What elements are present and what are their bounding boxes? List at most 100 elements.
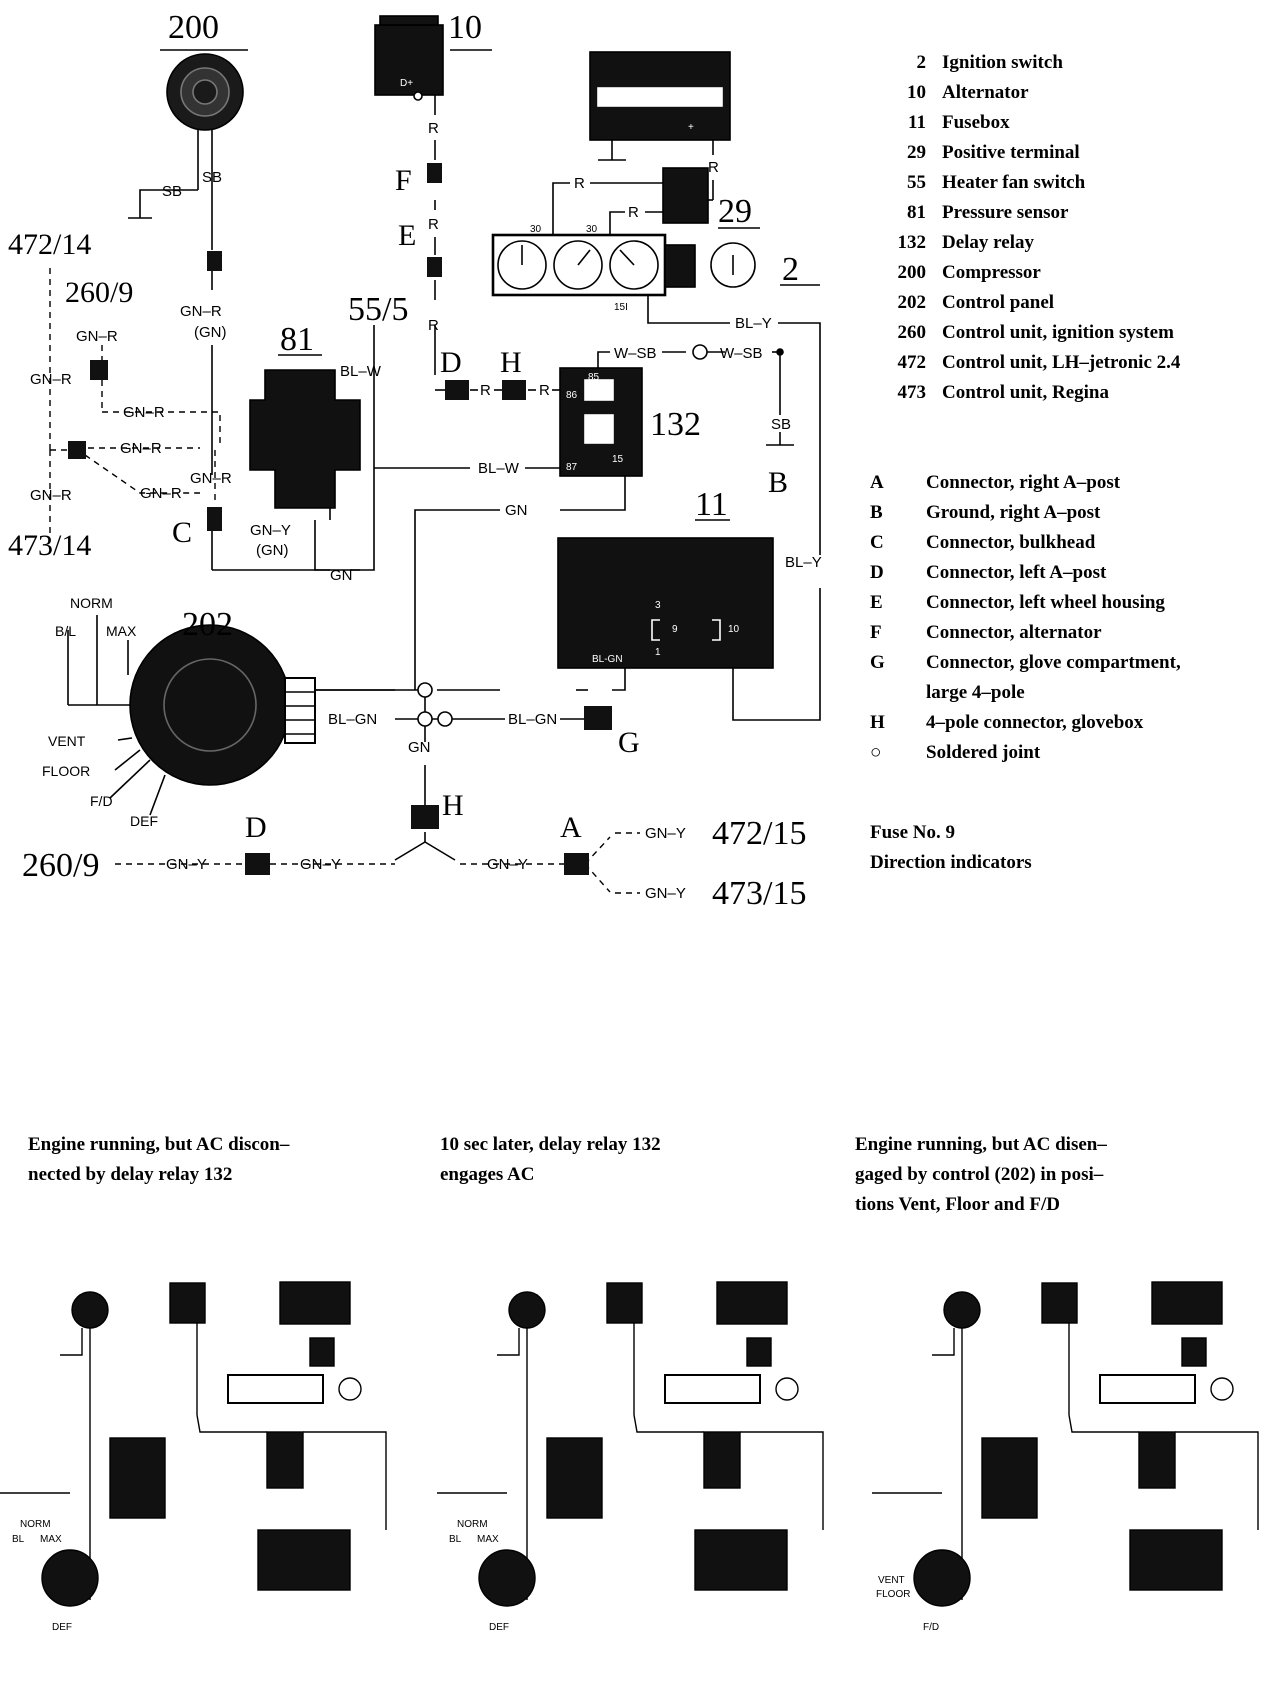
wire-gn-bottom: GN: [330, 567, 353, 584]
letter-E: E: [398, 219, 416, 252]
legend-fuse: Fuse No. 9 Direction indicators: [870, 818, 1270, 878]
label-fusebox: 11: [695, 486, 728, 523]
wire-bl-w-horiz: BL–W: [478, 460, 520, 477]
legend-component-label: Pressure sensor: [942, 202, 1069, 223]
legend-component-label: Control unit, ignition system: [942, 322, 1174, 343]
pin-85: 85: [588, 372, 600, 383]
legend-component-code: 260: [897, 322, 927, 343]
legend-component-label: Fusebox: [942, 112, 1010, 133]
caption-3-line3: tions Vent, Floor and F/D: [855, 1194, 1060, 1215]
legend-connector-row: C Connector, bulkhead: [870, 528, 1270, 558]
legend-connector-label: Ground, right A–post: [926, 502, 1101, 523]
legend-component-label: Control unit, LH–jetronic 2.4: [942, 352, 1181, 373]
wire-gn-y-472: GN–Y: [645, 825, 686, 842]
pin-f10: 10: [728, 624, 740, 635]
legend-component-code: 202: [897, 292, 927, 313]
legend-component-code: 29: [907, 142, 926, 163]
legend-connector-label: Connector, alternator: [926, 622, 1102, 643]
pin-87: 87: [566, 462, 578, 473]
connector-G-block: [584, 706, 612, 730]
caption-2: 10 sec later, delay relay 132 engages AC: [440, 1130, 820, 1190]
wire-gn-y: GN–Y: [250, 522, 291, 539]
pos-floor: FLOOR: [42, 763, 90, 779]
wire-w-sb-2: W–SB: [720, 345, 763, 362]
pin-fuse-bl-gn: BL-GN: [592, 654, 623, 665]
wire-gn-r-paren: (GN): [194, 324, 227, 341]
legend-connector-code: C: [870, 532, 884, 553]
ref-260-9-bottom: 260/9: [22, 847, 99, 884]
legend-fuse-number: Fuse No. 9: [870, 822, 955, 843]
connector-D-bottom-block: [245, 853, 270, 875]
wire-r-7: R: [628, 204, 639, 221]
legend-connector-code: [870, 678, 926, 708]
connector-C-block: [207, 507, 222, 531]
wire-gn-r-c: GN–R: [190, 470, 232, 487]
caption-3: Engine running, but AC disen– gaged by c…: [855, 1130, 1255, 1220]
wire-gn-relay: GN: [505, 502, 528, 519]
caption-1: Engine running, but AC discon– nected by…: [28, 1130, 408, 1190]
fusebox-icon: [557, 537, 774, 669]
legend-component-code: 132: [897, 232, 927, 253]
wire-r-8: R: [708, 159, 719, 176]
legend-connector-row: ○Soldered joint: [870, 738, 1270, 768]
legend-connector-label: Connector, bulkhead: [926, 532, 1096, 553]
legend-component-code: 10: [907, 82, 926, 103]
ref-472-15: 472/15: [712, 815, 806, 852]
caption-2-line2: engages AC: [440, 1164, 535, 1185]
connector-260-9-block: [90, 360, 108, 380]
pin-15i: 15I: [614, 302, 628, 313]
pin-d-plus: D+: [400, 78, 413, 89]
pin-86: 86: [566, 390, 578, 401]
ref-260-9-top: 260/9: [65, 276, 133, 309]
letter-H-top: H: [500, 346, 522, 379]
caption-3-line2: gaged by control (202) in posi–: [855, 1164, 1104, 1185]
wire-gn-r-260: GN–R: [76, 328, 118, 345]
label-positive-terminal: 29: [718, 193, 752, 230]
label-control-panel: 202: [182, 606, 233, 643]
wire-r-4: R: [480, 382, 491, 399]
thumb3-floor: FLOOR: [876, 1589, 910, 1600]
legend-connector-row: large 4–pole: [870, 678, 1270, 708]
thumb2-norm: NORM: [457, 1519, 488, 1530]
wire-r-5: R: [539, 382, 550, 399]
thumb1-bl: BL: [12, 1534, 25, 1545]
pos-def: DEF: [130, 813, 158, 829]
wire-bl-gn-2: BL–GN: [508, 711, 557, 728]
ignition-key-icon: [710, 242, 756, 288]
wire-w-sb-1: W–SB: [614, 345, 657, 362]
pin-15: 15: [612, 454, 624, 465]
legend-fuse-description: Direction indicators: [870, 852, 1032, 873]
legend-connector-code: H: [870, 712, 885, 733]
caption-1-line2: nected by delay relay 132: [28, 1164, 233, 1185]
label-pressure-sensor: 81: [280, 321, 314, 358]
pos-bl: B/L: [55, 623, 76, 639]
letter-F: F: [395, 164, 412, 197]
pin-f9: 9: [672, 624, 678, 635]
wire-gn-y-b2: GN–Y: [300, 856, 341, 873]
legend-component-row: 260 Control unit, ignition system: [870, 318, 1270, 348]
letter-C: C: [172, 516, 192, 549]
thumb1-max: MAX: [40, 1534, 62, 1545]
label-ignition-switch: 2: [782, 251, 799, 288]
legend-component-code: 2: [916, 52, 927, 73]
wire-r-2: R: [428, 216, 439, 233]
thumb3-fd: F/D: [923, 1622, 939, 1633]
legend-component-label: Heater fan switch: [942, 172, 1086, 193]
legend-component-code: 11: [908, 112, 926, 133]
wire-sb-1: SB: [162, 183, 182, 200]
legend-connector-code: D: [870, 562, 884, 583]
wire-gn-y-473: GN–Y: [645, 885, 686, 902]
caption-3-line1: Engine running, but AC disen–: [855, 1134, 1107, 1155]
wire-r-3: R: [428, 317, 439, 334]
wire-sb-2: SB: [202, 169, 222, 186]
